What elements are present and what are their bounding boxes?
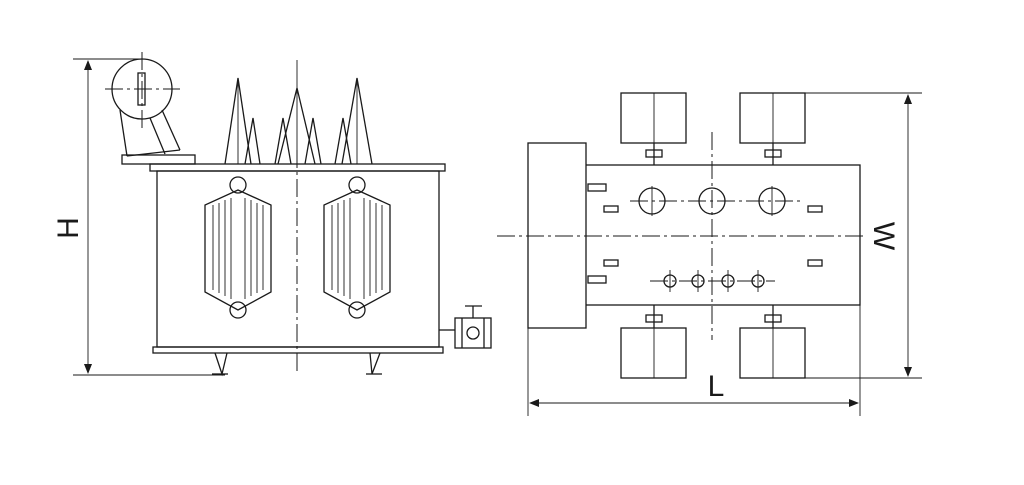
radiators-top [620,92,806,379]
front-view: H [52,52,492,377]
dimension-l: L [527,305,861,416]
dimension-h-label: H [52,217,85,239]
conservator [105,52,196,165]
radiator-left [204,176,272,319]
drain-valve [439,305,492,349]
base-feet [212,352,382,377]
tank-body [156,170,440,348]
tank-base [152,346,444,354]
lv-bushings-top [663,270,765,292]
bushings [224,60,373,165]
hv-bushings-top [638,186,786,216]
dimension-h: H [52,58,225,376]
radiator-right [323,176,391,319]
dimension-l-label: L [708,370,725,403]
dimension-w-label: W [867,222,900,251]
dimension-w: W [805,92,922,379]
top-view: W L [497,92,922,416]
